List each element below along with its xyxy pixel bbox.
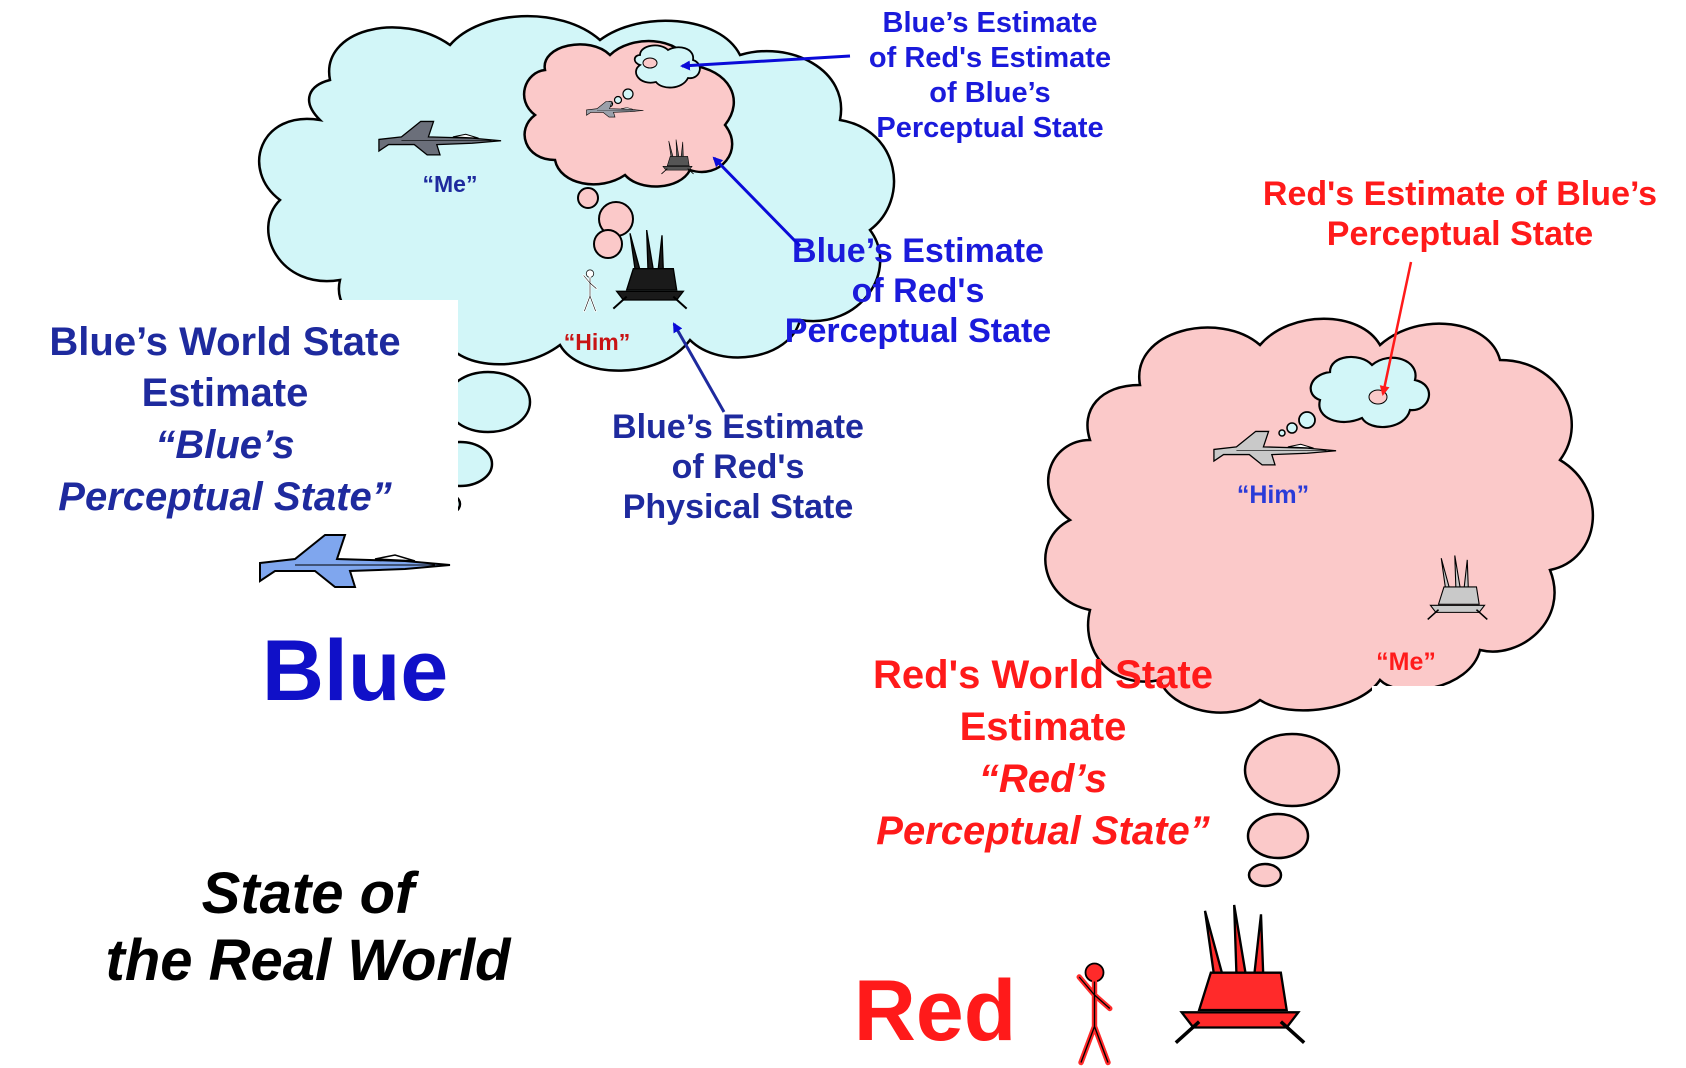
annotation-1-line-4: Perceptual State <box>876 112 1103 144</box>
annotation-2-line-2: of Red's <box>852 272 985 310</box>
red-world-state-text: Red's World State Estimate “Red’s Percep… <box>873 653 1213 853</box>
annotation-3-line-2: of Red's <box>672 448 805 486</box>
annotation-2-line-3: Perceptual State <box>785 312 1051 350</box>
annotation-red-est-blue-percept: Red's Estimate of Blue’s Perceptual Stat… <box>1263 175 1657 253</box>
real-world-label: State of the Real World <box>106 861 513 993</box>
real-world-line-2: the Real World <box>106 928 513 993</box>
annotation-1-line-2: of Red's Estimate <box>869 42 1111 74</box>
annotation-1-line-3: of Blue’s <box>929 77 1050 109</box>
red-world-state-line-1: Red's World State <box>873 653 1213 697</box>
stick-figure-icon <box>1079 964 1110 1063</box>
red-thought-bubble-2 <box>1248 814 1308 858</box>
red-cloud-cover <box>1372 686 1502 716</box>
red-world-state-line-4: Perceptual State” <box>876 809 1209 853</box>
red-world-state-line-3: “Red’s <box>979 757 1107 801</box>
annotation-blue-est-red-physical: Blue’s Estimate of Red's Physical State <box>612 408 864 526</box>
red-title: Red <box>854 963 1016 1059</box>
missile-launcher-icon <box>1176 905 1304 1043</box>
blue-him-label: “Him” <box>564 329 630 355</box>
blue-world-state-line-1: Blue’s World State <box>49 320 400 364</box>
red-thought-bubble-1 <box>1245 734 1339 806</box>
jet-icon <box>260 535 450 587</box>
blue-thought-bubble-1 <box>446 372 530 432</box>
red-me-label: “Me” <box>1376 648 1436 676</box>
blue-world-state-line-3: “Blue’s <box>155 423 294 467</box>
annotation-2-line-1: Blue’s Estimate <box>792 232 1044 270</box>
annotation-1-line-1: Blue’s Estimate <box>883 7 1098 39</box>
red-world-state-line-2: Estimate <box>960 705 1127 749</box>
annotation-3-line-3: Physical State <box>623 488 854 526</box>
real-world-line-1: State of <box>202 861 420 926</box>
red-him-label: “Him” <box>1237 481 1309 509</box>
annotation-3-line-1: Blue’s Estimate <box>612 408 864 446</box>
blue-world-state-line-2: Estimate <box>142 371 309 415</box>
blue-title: Blue <box>262 623 448 719</box>
annotation-4-line-2: Perceptual State <box>1327 215 1593 253</box>
annotation-4-line-1: Red's Estimate of Blue’s <box>1263 175 1657 213</box>
red-thought-bubble-3 <box>1249 864 1281 886</box>
annotation-blue-est-red-est: Blue’s Estimate of Red's Estimate of Blu… <box>869 7 1111 144</box>
blue-me-label: “Me” <box>423 171 478 197</box>
blue-world-state-line-4: Perceptual State” <box>58 475 391 519</box>
